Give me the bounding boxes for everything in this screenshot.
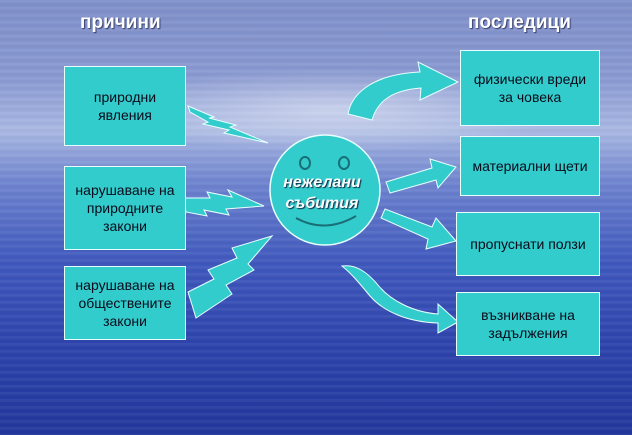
cause-label: нарушаване на обществените закони bbox=[75, 277, 175, 329]
lightning-bolt-middle bbox=[182, 188, 265, 217]
heading-consequences: последици bbox=[468, 12, 571, 33]
lightning-bolt-top bbox=[187, 105, 269, 144]
consequence-box-material-damage: материални щети bbox=[460, 136, 600, 196]
center-label-line1: нежелани bbox=[283, 174, 361, 191]
cause-box-natural-phenomena: природни явления bbox=[64, 66, 186, 146]
consequence-label: физически вреди за човека bbox=[473, 71, 587, 105]
center-label-line2: събития bbox=[285, 195, 359, 212]
cause-label: нарушаване на природните закони bbox=[75, 182, 175, 234]
smiley-left-eye bbox=[299, 156, 311, 170]
center-label: нежелани събития bbox=[262, 172, 382, 214]
cause-box-natural-laws: нарушаване на природните закони bbox=[64, 166, 186, 250]
cause-label: природни явления bbox=[93, 89, 157, 123]
curved-arrow-physical bbox=[347, 61, 460, 121]
consequence-label: материални щети bbox=[472, 158, 588, 174]
heading-causes: причини bbox=[80, 12, 161, 33]
smiley-mouth bbox=[295, 215, 357, 227]
consequence-box-physical-harm: физически вреди за човека bbox=[460, 50, 600, 126]
curved-arrow-obligations bbox=[340, 265, 459, 334]
consequence-label: възникване на задължения bbox=[481, 307, 575, 341]
consequence-label: пропуснати ползи bbox=[470, 236, 586, 252]
consequence-box-obligations: възникване на задължения bbox=[456, 292, 600, 356]
arrow-benefits bbox=[380, 208, 457, 250]
cause-box-social-laws: нарушаване на обществените закони bbox=[64, 266, 186, 340]
consequence-box-lost-benefits: пропуснати ползи bbox=[456, 212, 600, 276]
lightning-bolt-bottom bbox=[187, 235, 274, 319]
smiley-right-eye bbox=[338, 156, 350, 170]
arrow-material bbox=[385, 158, 457, 194]
